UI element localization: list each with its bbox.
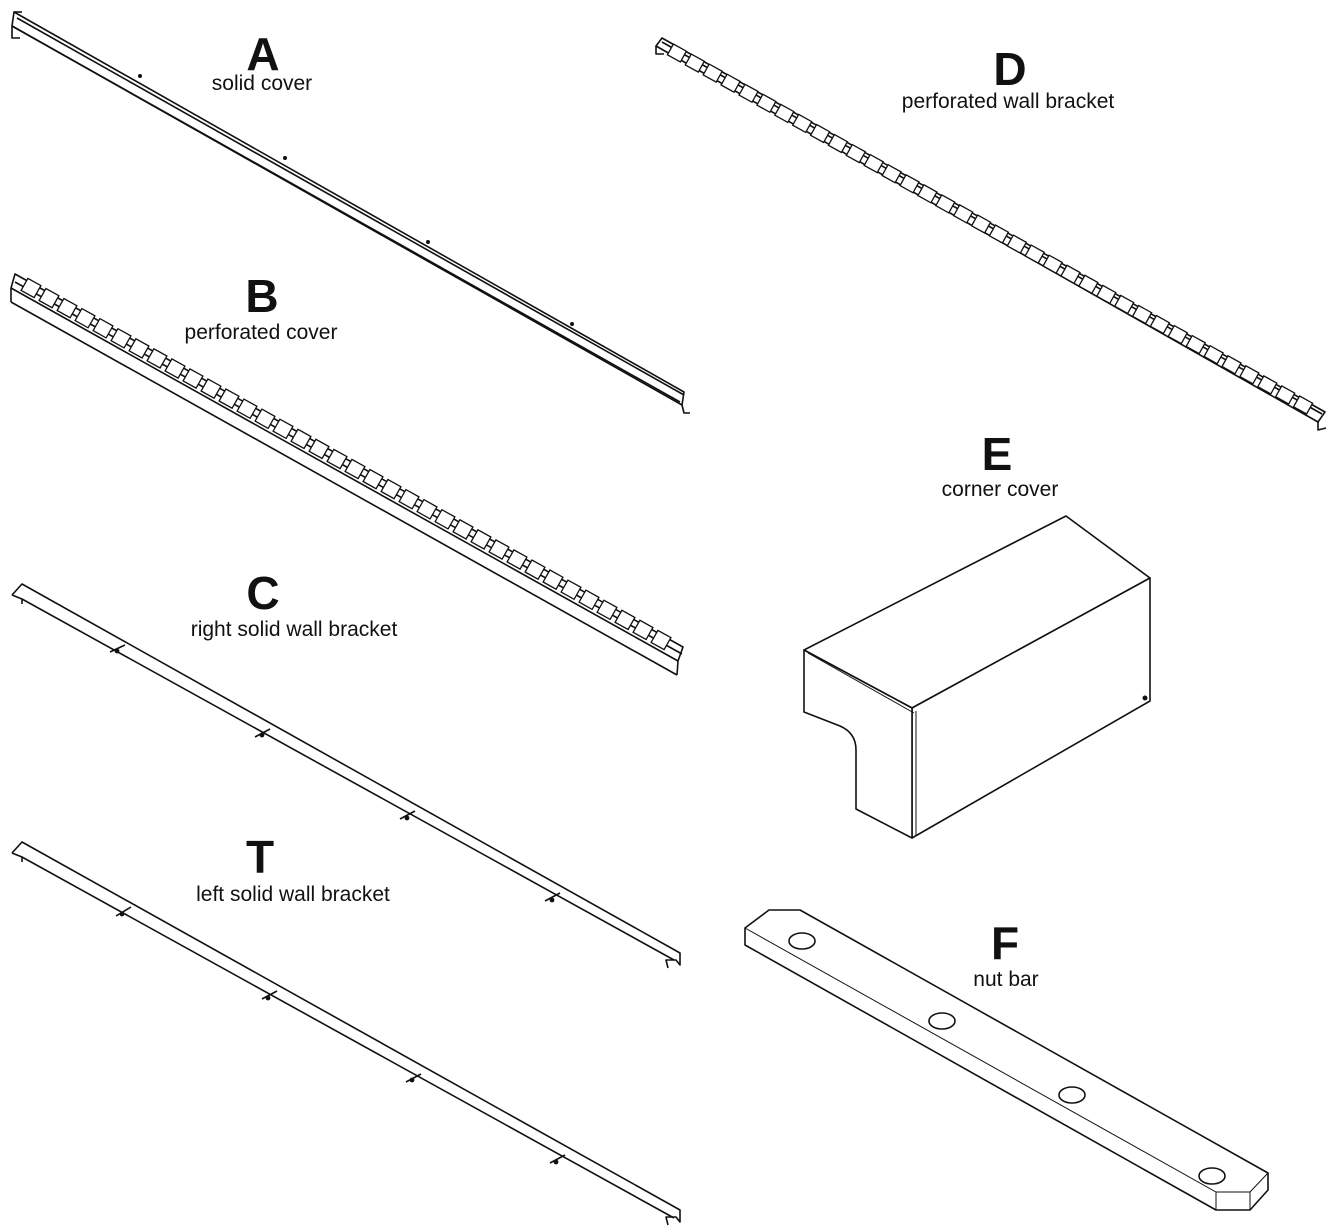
part-e-label: corner cover — [942, 478, 1059, 501]
part-d-slot — [1131, 304, 1153, 325]
part-d-slot — [773, 103, 795, 124]
part-b-slot — [92, 317, 114, 339]
part-b-slot — [398, 488, 420, 510]
part-b-slot — [470, 528, 492, 550]
part-b-slot — [56, 297, 78, 319]
part-b-slot — [416, 498, 438, 520]
part-e-corner-cover-drawing — [803, 515, 1151, 839]
part-b-slot — [128, 337, 150, 359]
part-b-slot — [560, 579, 582, 601]
part-b-slot — [650, 629, 672, 651]
part-d-slot — [684, 53, 706, 73]
part-d-slot — [845, 143, 867, 164]
part-b-slot — [164, 358, 186, 379]
part-b-slot — [110, 327, 132, 349]
part-d-slot — [1239, 364, 1260, 385]
part-d-perforated-wall-bracket-drawing — [655, 37, 1327, 431]
part-d-slot — [988, 224, 1010, 244]
part-a-label: solid cover — [212, 72, 312, 95]
part-d-slot — [1221, 354, 1242, 375]
part-f-label: nut bar — [973, 968, 1038, 991]
part-d-slot — [1167, 324, 1189, 345]
part-b-label: perforated cover — [185, 321, 338, 344]
part-d-slot — [899, 173, 920, 194]
part-b-slot — [452, 518, 474, 540]
part-d-slot — [1274, 385, 1296, 405]
part-d-slot — [917, 183, 938, 204]
part-b-slot — [200, 378, 222, 400]
part-d-letter: D — [993, 43, 1026, 95]
part-c-label: right solid wall bracket — [191, 618, 398, 641]
part-t-letter: T — [246, 831, 274, 883]
part-b-slots — [20, 277, 672, 651]
part-b-slot — [578, 589, 600, 611]
part-d-slot — [881, 163, 902, 184]
part-b-slot — [632, 619, 654, 641]
part-b-slot — [272, 418, 294, 440]
part-b-slot — [344, 458, 366, 480]
part-b-slot — [362, 468, 384, 490]
part-d-slot — [1095, 284, 1117, 305]
part-c-right-wall-bracket-drawing — [11, 583, 681, 969]
part-b-slot — [614, 609, 636, 631]
part-d-slot — [738, 83, 759, 104]
part-d-slot — [1113, 294, 1135, 315]
part-d-slot — [1024, 244, 1046, 264]
part-b-slot — [524, 559, 546, 581]
part-t-left-wall-bracket-drawing — [11, 841, 681, 1226]
part-d-slot — [791, 113, 813, 134]
part-d-slot — [1292, 395, 1314, 415]
part-b-slot — [254, 408, 276, 430]
part-b-letter: B — [245, 270, 278, 322]
part-b-slot — [218, 388, 240, 410]
part-f-letter: F — [991, 917, 1019, 969]
part-d-slot — [863, 153, 885, 174]
part-d-label: perforated wall bracket — [902, 90, 1115, 113]
part-e-letter: E — [982, 428, 1013, 480]
part-b-slot — [146, 347, 168, 369]
part-b-slot — [380, 478, 402, 500]
part-d-slot — [1185, 334, 1207, 355]
part-d-slot — [934, 194, 956, 214]
part-t-label: left solid wall bracket — [196, 883, 390, 906]
part-d-slot — [952, 204, 974, 224]
part-d-slot — [702, 63, 724, 83]
part-b-slot — [290, 428, 312, 450]
part-b-slot — [74, 307, 96, 329]
part-d-slot — [1060, 264, 1081, 285]
part-b-slot — [326, 448, 348, 470]
part-d-slot — [1256, 375, 1278, 395]
part-d-slot — [1149, 314, 1171, 335]
part-b-slot — [236, 398, 258, 420]
part-d-slot — [809, 123, 831, 144]
part-d-slot — [720, 73, 741, 94]
part-b-slot — [488, 539, 510, 560]
part-d-slot — [827, 133, 849, 154]
part-a-letter: A — [246, 28, 279, 80]
part-b-slot — [308, 438, 330, 460]
part-d-slot — [1078, 274, 1099, 295]
part-a-solid-cover-drawing — [11, 11, 690, 414]
part-b-slot — [38, 287, 60, 309]
part-d-slot — [756, 93, 777, 114]
part-b-slot — [596, 599, 618, 621]
part-d-slot — [666, 43, 688, 63]
part-b-slot — [182, 368, 204, 389]
part-d-slot — [1042, 254, 1063, 275]
part-b-perforated-cover-drawing — [10, 273, 684, 676]
part-f-nut-bar-drawing — [744, 909, 1269, 1211]
part-d-slot — [1203, 344, 1224, 365]
part-d-slot — [1006, 234, 1028, 254]
part-c-letter: C — [246, 567, 279, 619]
part-b-slot — [434, 508, 456, 530]
part-d-slot — [970, 214, 992, 234]
part-d-slots — [666, 43, 1314, 415]
part-b-slot — [506, 549, 528, 570]
part-b-slot — [542, 569, 564, 591]
part-b-slot — [20, 277, 42, 299]
